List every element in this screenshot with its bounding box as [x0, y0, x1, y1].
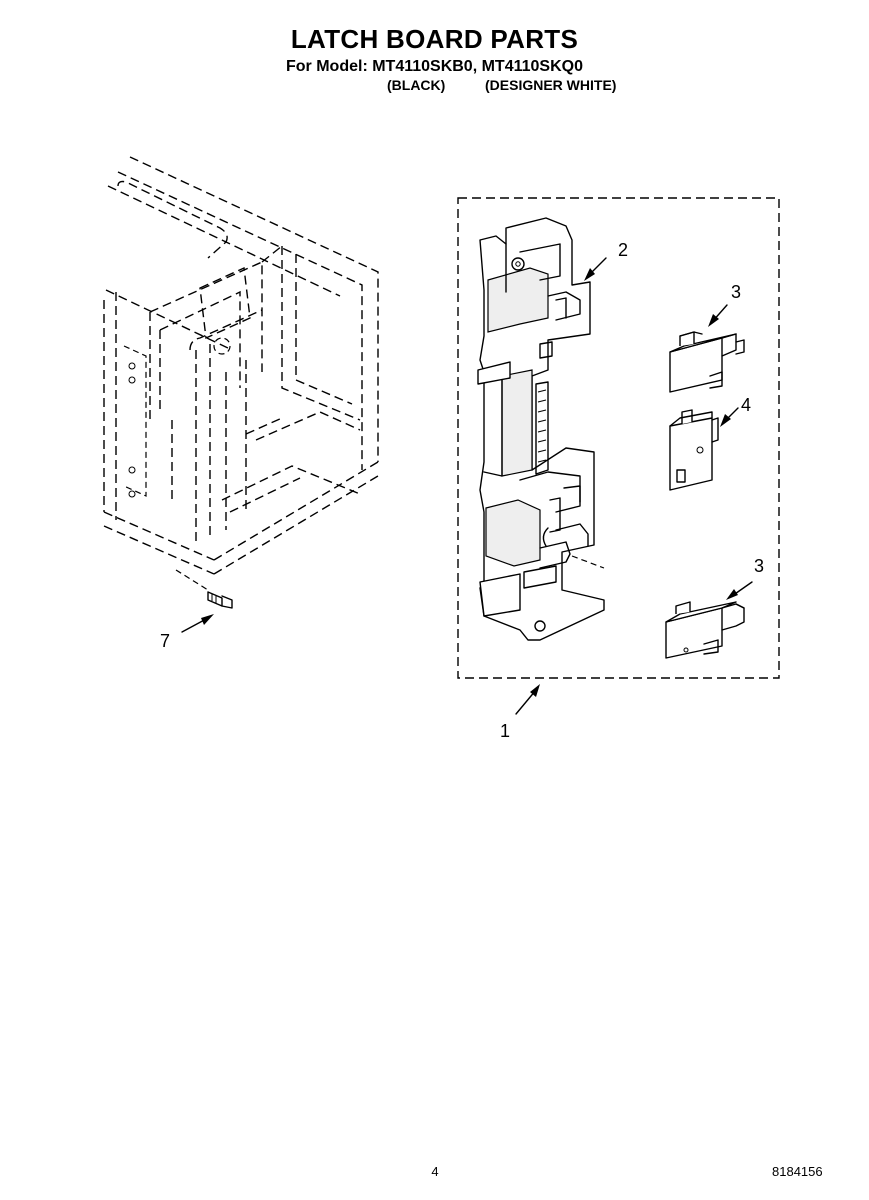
callout-3-upper: 3	[731, 282, 741, 302]
variant-white-label: (DESIGNER WHITE)	[485, 77, 617, 93]
screw-part-7	[175, 569, 233, 609]
switch-part-3-upper	[669, 331, 745, 393]
variant-black-label: (BLACK)	[387, 77, 446, 93]
latch-board-part-2	[477, 217, 605, 641]
leader-arrows	[181, 257, 753, 715]
cabinet-outline	[103, 156, 379, 575]
callout-3-lower: 3	[754, 556, 764, 576]
callout-4: 4	[741, 395, 751, 415]
callout-1: 1	[500, 721, 510, 741]
model-line: For Model: MT4110SKB0, MT4110SKQ0	[286, 58, 583, 75]
switch-part-3-lower	[665, 601, 745, 659]
switch-part-4	[669, 409, 719, 491]
callout-2: 2	[618, 240, 628, 260]
page-number: 4	[431, 1164, 439, 1179]
callout-7: 7	[160, 631, 170, 651]
page-title: LATCH BOARD PARTS	[290, 24, 579, 54]
document-number: 8184156	[772, 1164, 823, 1179]
latch-board-assembly-box	[457, 197, 780, 679]
